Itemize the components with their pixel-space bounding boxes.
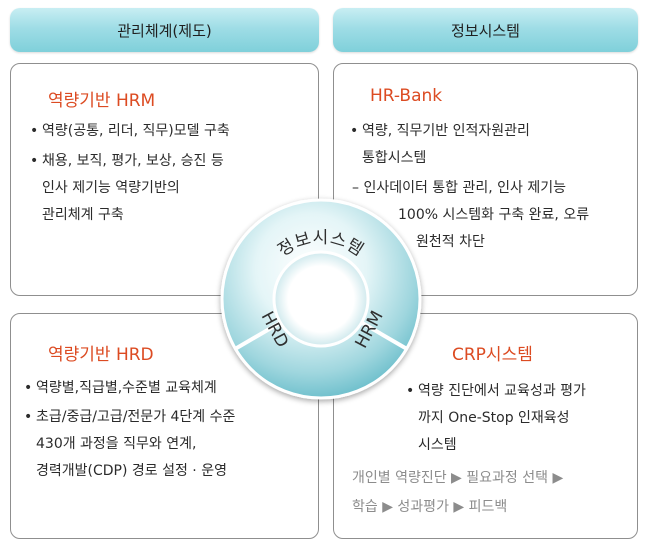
header-management-system: 관리체계(제도) [10, 8, 319, 52]
panel-crp-system: CRP시스템 • 역량 진단에서 교육성과 평가 까지 One-Stop 인재육… [333, 313, 638, 539]
list-item-continuation: 시스템 [418, 437, 457, 453]
bullet-icon: • [24, 409, 33, 425]
bullet-icon: • [406, 383, 415, 399]
list-item-continuation: 관리체계 구축 [42, 207, 124, 223]
list-subitem-continuation: 100% 시스템화 구축 완료, 오류 [398, 207, 590, 223]
list-item-continuation: 통합시스템 [362, 150, 427, 166]
bullet-icon: • [30, 123, 39, 139]
bullet-icon: • [350, 123, 359, 139]
panel-title: HR-Bank [370, 86, 443, 106]
list-item: 역량, 직무기반 인적자원관리 [362, 123, 530, 139]
list-item-continuation: 까지 One-Stop 인재육성 [418, 410, 570, 426]
panel-competency-hrm: 역량기반 HRM • 역량(공통, 리더, 직무)모델 구축 • 채용, 보직,… [10, 63, 319, 296]
header-left-label: 관리체계(제도) [117, 21, 212, 40]
list-item-continuation: 430개 과정을 직무와 연계, [36, 436, 197, 452]
center-ring-graphic: 정보시스템 HRD HRM [220, 198, 422, 400]
list-item: 역량 진단에서 교육성과 평가 [418, 383, 586, 399]
list-item-continuation: 경력개발(CDP) 경로 설정 · 운영 [36, 463, 227, 479]
panel-title: 역량기반 HRD [48, 345, 154, 365]
list-item-continuation: 인사 제기능 역량기반의 [42, 180, 180, 196]
list-item: 역량별,직급별,수준별 교육체계 [36, 380, 217, 396]
list-item: 채용, 보직, 평가, 보상, 승진 등 [42, 153, 224, 169]
center-ring-diagram: 정보시스템 HRD HRM [212, 190, 430, 408]
process-flow-line: 개인별 역량진단 ▶ 필요과정 선택 ▶ [352, 470, 564, 486]
list-item: 초급/중급/고급/전문가 4단계 수준 [36, 409, 236, 425]
panel-title: 역량기반 HRM [48, 91, 156, 111]
bullet-icon: • [24, 380, 33, 396]
bullet-icon: • [30, 153, 39, 169]
header-right-label: 정보시스템 [450, 21, 520, 40]
ring-center [272, 250, 370, 348]
list-subitem-continuation: 원천적 차단 [416, 234, 485, 250]
panel-hr-bank: HR-Bank • 역량, 직무기반 인적자원관리 통합시스템 – 인사데이터 … [333, 63, 638, 296]
list-item: 역량(공통, 리더, 직무)모델 구축 [42, 123, 230, 139]
list-subitem: – 인사데이터 통합 관리, 인사 제기능 [352, 180, 567, 196]
header-information-system: 정보시스템 [333, 8, 638, 52]
panel-title: CRP시스템 [452, 345, 533, 365]
process-flow-line: 학습 ▶ 성과평가 ▶ 피드백 [352, 499, 508, 515]
